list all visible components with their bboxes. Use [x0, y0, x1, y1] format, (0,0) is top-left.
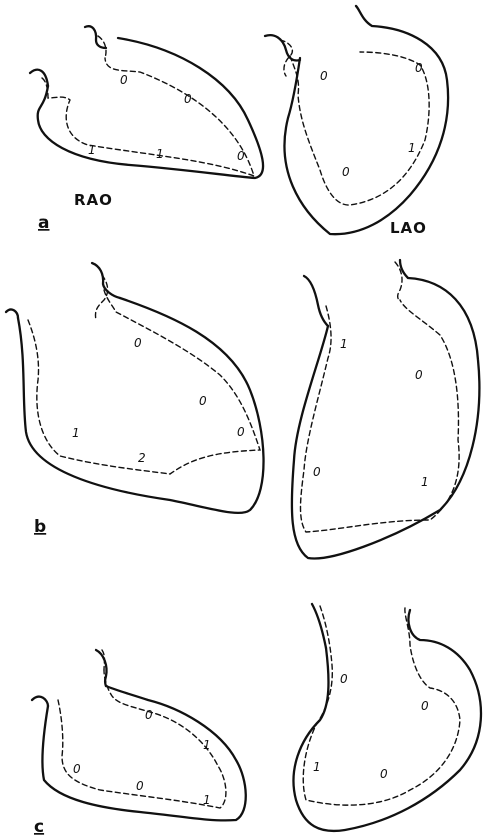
panel-c-rao-diagram: 0 1 0 0 1 — [32, 650, 246, 820]
panel-b-rao-score-4: 1 — [72, 426, 80, 440]
panel-c-lao-score-1: 0 — [340, 672, 348, 686]
panel-b-rao-aortic-root — [92, 263, 120, 298]
rao-view-label: RAO — [74, 191, 113, 209]
panel-a-rao-score-2: 0 — [184, 92, 192, 106]
panel-a-lao-left-root — [265, 35, 300, 60]
panel-b-rao-score-5: 2 — [138, 451, 146, 465]
panel-b-label: b — [34, 517, 46, 537]
panel-b-lao-systolic-outline — [301, 300, 460, 532]
panel-b-rao-score-2: 0 — [199, 394, 207, 408]
panel-a-lao-systolic-outline — [290, 52, 429, 205]
panel-b-rao-diagram: 0 0 0 1 2 — [6, 263, 264, 513]
panel-b-lao-score-2: 0 — [415, 368, 423, 382]
panel-b-lao-diagram: 1 0 0 1 — [292, 260, 480, 558]
panel-c-lao-diagram: 0 0 1 0 — [293, 604, 480, 831]
panel-b-rao-score-3: 0 — [237, 425, 245, 439]
panel-c-rao-atrial-root — [32, 697, 48, 706]
panel-b-rao-atrial-root — [6, 310, 18, 318]
panel-b-lao-outline — [292, 260, 480, 558]
panel-c-lao-score-4: 0 — [380, 767, 388, 781]
panel-c-lao-left-root — [312, 604, 326, 648]
panel-b-rao-score-1: 0 — [134, 336, 142, 350]
panel-a-lao-outline — [284, 6, 448, 234]
lao-view-label: LAO — [390, 219, 427, 237]
panel-a-rao-diagram: 0 0 1 1 0 — [30, 26, 263, 178]
panel-a-rao-score-3: 1 — [88, 143, 96, 157]
panel-a-lao-score-4: 1 — [408, 141, 416, 155]
panel-c-rao-score-3: 0 — [73, 762, 81, 776]
panel-a-lao-diagram: 0 0 0 1 — [265, 6, 448, 234]
panel-a-lao-score-1: 0 — [320, 69, 328, 83]
panel-c-rao-outline — [42, 686, 245, 820]
panel-a-lao-score-2: 0 — [415, 61, 423, 75]
panel-c: 0 1 0 0 1 0 0 1 0 c — [32, 604, 481, 837]
panel-a-rao-atrial-root — [30, 70, 48, 86]
panel-b-rao-systolic-outline — [28, 290, 260, 474]
panel-c-rao-score-2: 1 — [203, 738, 211, 752]
panel-a-rao-score-4: 1 — [156, 147, 164, 161]
panel-b-rao-outline — [18, 298, 264, 513]
panel-c-lao-score-2: 0 — [421, 699, 429, 713]
panel-c-rao-score-1: 0 — [145, 708, 153, 722]
panel-b-rao-septal-line — [95, 275, 107, 320]
panel-c-rao-score-5: 1 — [203, 793, 211, 807]
panel-a-rao-outline — [38, 38, 263, 178]
panel-b: 0 0 0 1 2 1 0 0 1 b — [6, 260, 479, 558]
panel-c-label: c — [34, 817, 44, 837]
panel-b-lao-left-root — [304, 276, 328, 326]
panel-a-label: a — [38, 213, 49, 233]
panel-b-lao-score-3: 0 — [313, 465, 321, 479]
panel-c-rao-score-4: 0 — [136, 779, 144, 793]
panel-c-lao-score-3: 1 — [313, 760, 321, 774]
panel-a-lao-score-3: 0 — [342, 165, 350, 179]
panel-a-rao-score-1: 0 — [120, 73, 128, 87]
panel-b-lao-score-1: 1 — [340, 337, 348, 351]
panel-c-lao-outline — [293, 610, 480, 831]
panel-a-rao-score-5: 0 — [237, 149, 245, 163]
panel-b-lao-score-4: 1 — [421, 475, 429, 489]
panel-a: 0 0 1 1 0 0 0 0 1 RAO LAO a — [30, 6, 448, 237]
panel-a-rao-aortic-root — [85, 26, 106, 48]
panel-a-rao-systolic-outline — [42, 58, 254, 176]
